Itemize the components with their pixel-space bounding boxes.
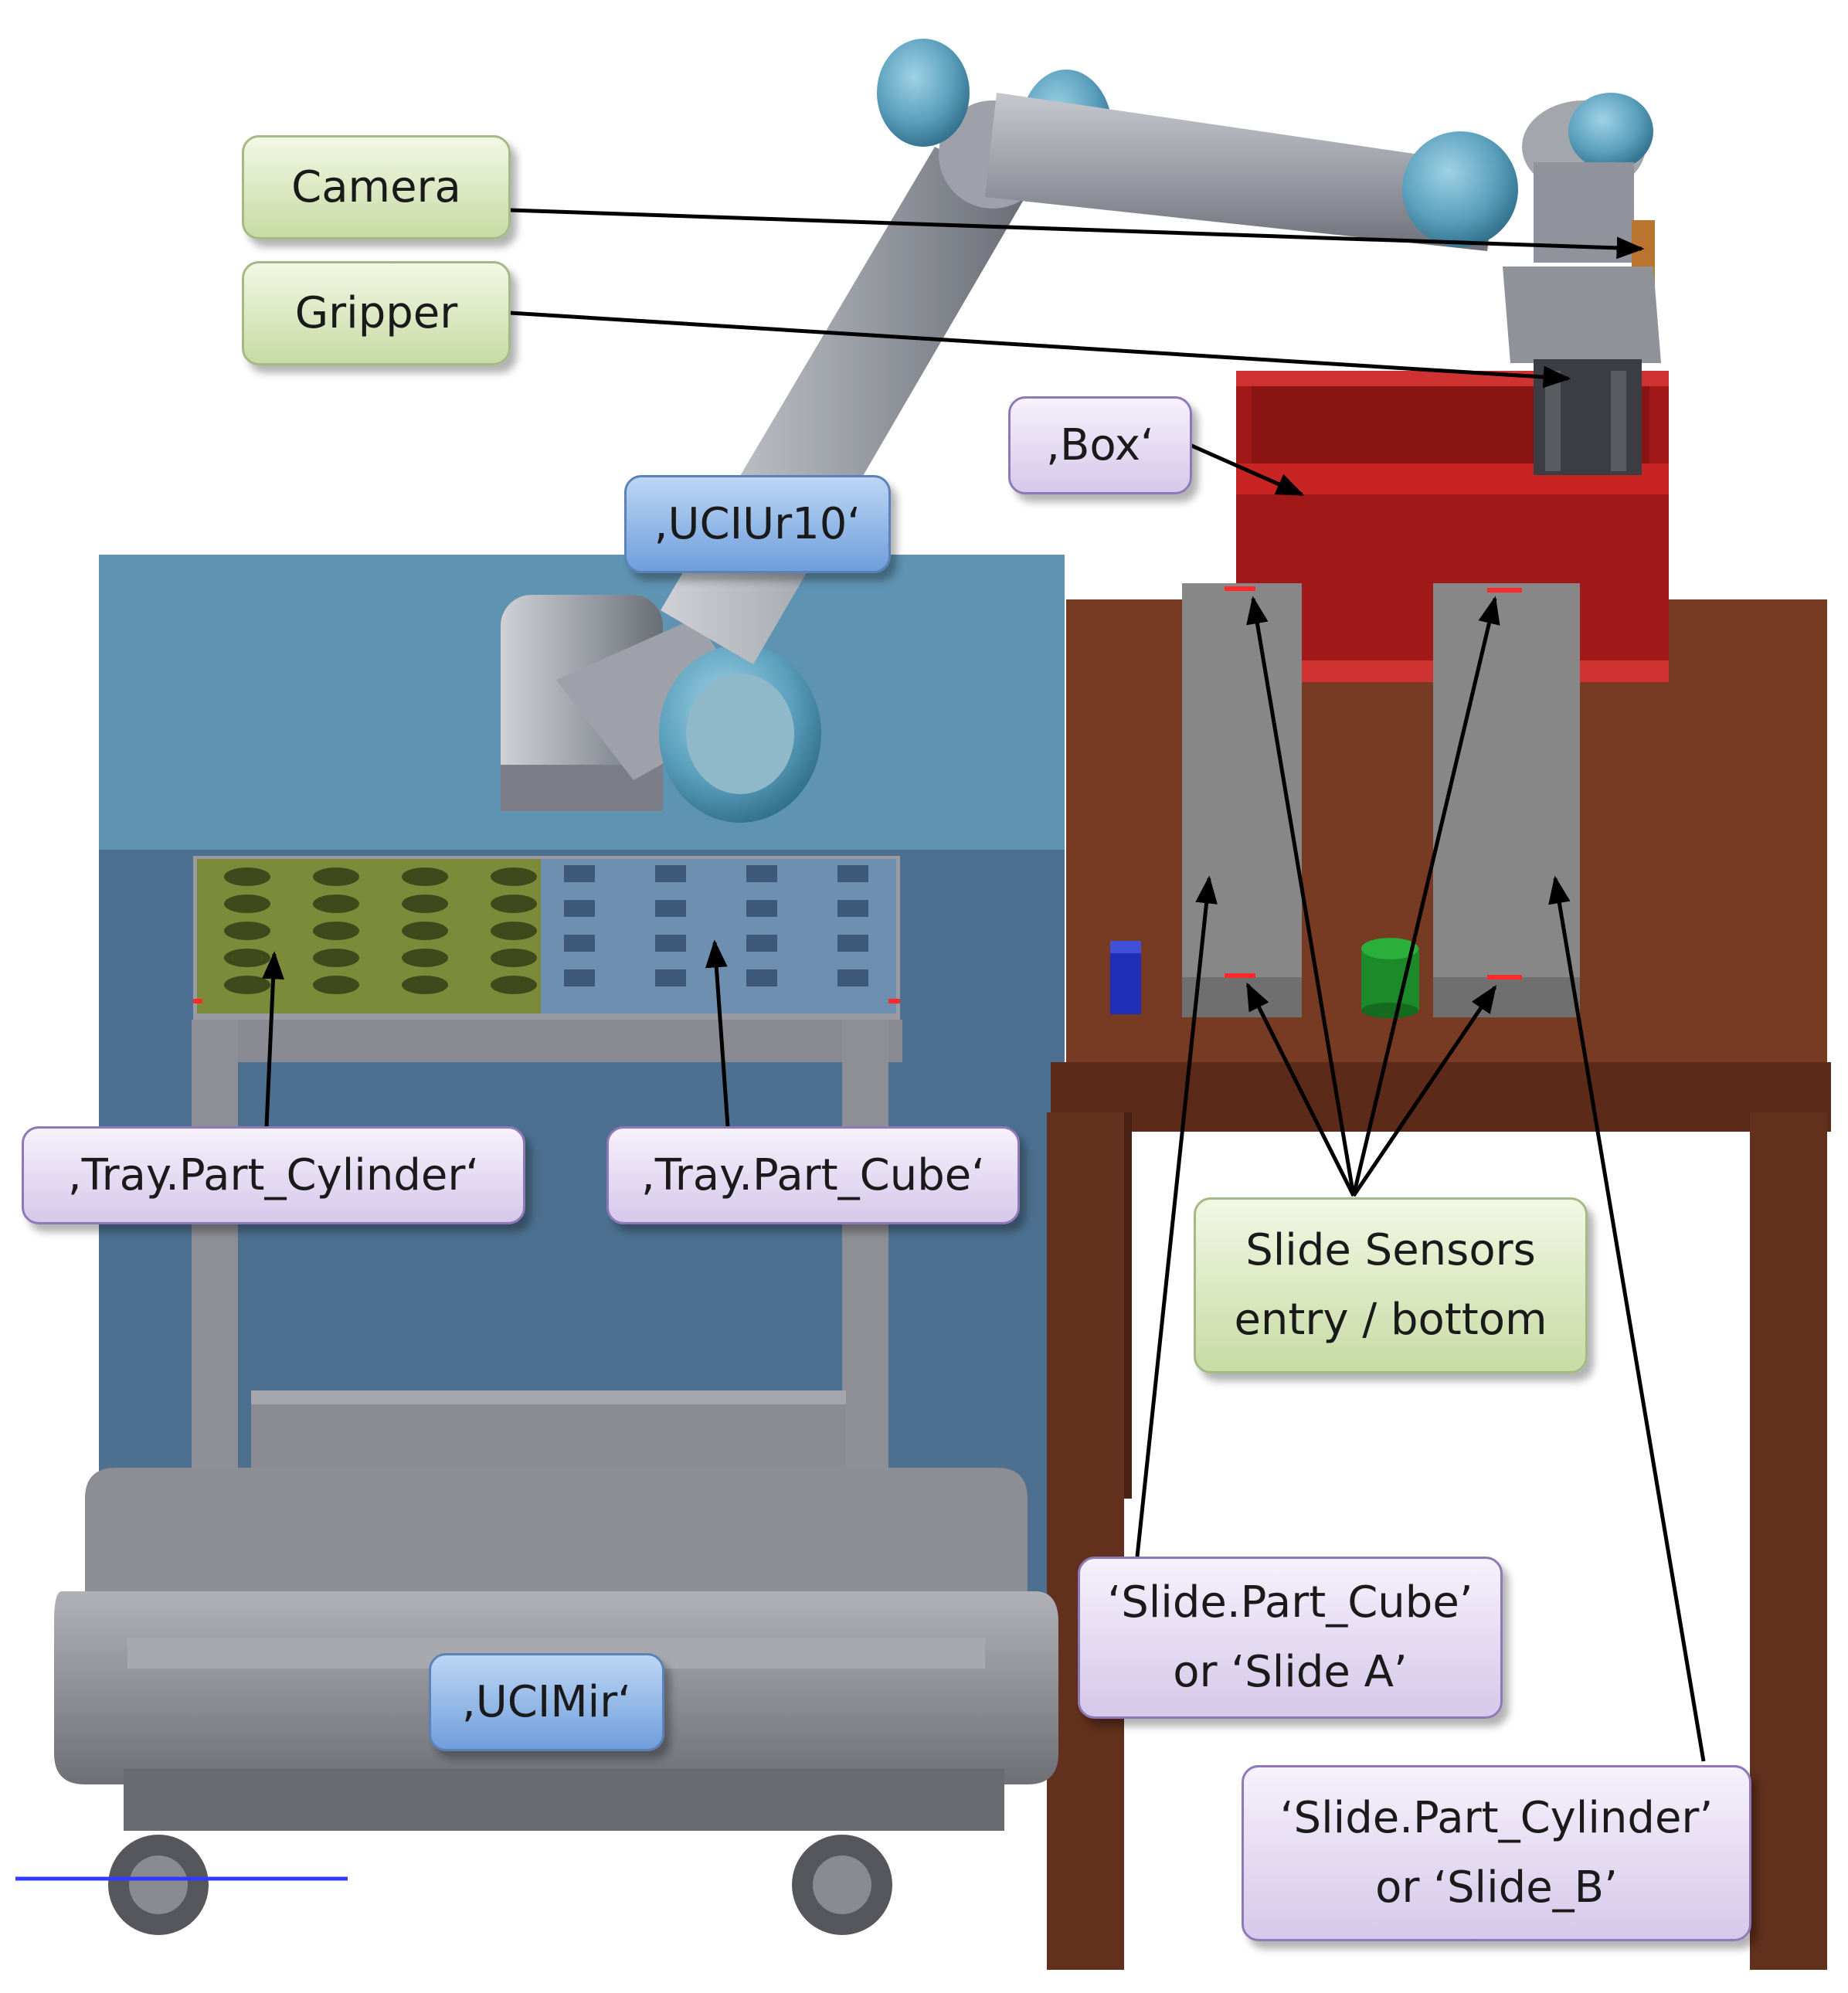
tray-cube-slot [837,865,868,882]
arrow-slide-a [1135,875,1218,1557]
arrow-sensor-b-entry [1351,596,1500,1197]
slide-sensors-label: Slide Sensors entry / bottom [1194,1197,1588,1373]
tray-cylinder-slot [402,895,448,913]
tray-cube-slot [564,969,595,986]
tray-cylinder-slot [402,976,448,994]
tray-cylinder-slot [491,867,537,886]
ur10-label: ,UCIUr10‘ [624,475,891,573]
tray-cylinder-slot [313,922,359,940]
cube-part [1110,941,1141,1014]
tray-cylinder-slot [402,922,448,940]
slide-cube-label-line2: or ‘Slide A’ [1173,1647,1408,1697]
tray-cylinder-slot [491,922,537,940]
tray-cylinder-slots [224,867,537,994]
slide-cube-label: ‘Slide.Part_Cube’ or ‘Slide A’ [1078,1557,1503,1719]
slide-cylinder-label: ‘Slide.Part_Cylinder’ or ‘Slide_B’ [1242,1765,1751,1941]
tray-cube-slot [564,865,595,882]
tray-cube-slot [655,969,686,986]
tray-cube-slots [564,865,868,986]
arrow-slide-b [1548,875,1706,1762]
slide-cylinder-label-line2: or ‘Slide_B’ [1375,1862,1618,1913]
mir-label: ,UCIMir‘ [429,1653,664,1751]
tray-cube-slot [837,969,868,986]
tray [193,856,900,1020]
tray-cube-slot [837,935,868,952]
slide-b [1433,583,1580,1017]
tray-cylinder-slot [224,895,270,913]
tray-cylinder-slot [491,976,537,994]
tray-cylinder-slot [491,949,537,967]
tray-cylinder-slot [402,867,448,886]
arrow-sensor-a-entry [1246,596,1356,1197]
arrow-box [1187,442,1305,497]
tray-cube-slot [746,969,777,986]
box-label-text: ,Box‘ [1046,419,1154,470]
tray-cube-slot [564,935,595,952]
slide-sensors-label-line2: entry / bottom [1234,1295,1547,1345]
arrow-sensor-b-bottom [1351,985,1497,1197]
mir-label-text: ,UCIMir‘ [461,1676,632,1727]
tray-cylinder-slot [224,949,270,967]
arrow-tray-cylinder [262,951,284,1127]
arrows [262,208,1706,1762]
tray-cylinder-slot [402,949,448,967]
tray-cylinder-slot [224,867,270,886]
slide-cube-label-line1: ‘Slide.Part_Cube’ [1107,1577,1473,1628]
tray-cylinder-slot [313,867,359,886]
arrow-tray-cube [705,939,730,1127]
tray-cube-slot [746,865,777,882]
tray-cylinder-slot [491,895,537,913]
tray-cube-slot [655,935,686,952]
slide-cylinder-label-line1: ‘Slide.Part_Cylinder’ [1279,1793,1714,1844]
camera-label: Camera [242,135,511,239]
slide-sensors-label-line1: Slide Sensors [1245,1225,1536,1276]
arrow-gripper [509,311,1571,389]
arrow-sensor-a-bottom [1245,982,1356,1197]
gripper-label-text: Gripper [294,287,458,338]
arrow-camera [509,208,1645,260]
tray-cube-slot [655,865,686,882]
tray-cube-label: ,Tray.Part_Cube‘ [606,1126,1020,1224]
ur10-label-text: ,UCIUr10‘ [654,498,861,549]
tray-cube-label-text: ,Tray.Part_Cube‘ [640,1149,986,1200]
tray-cylinder-label: ,Tray.Part_Cylinder‘ [22,1126,525,1224]
tray-cube-slot [746,900,777,917]
tray-cylinder-slot [224,922,270,940]
tray-cube-slot [564,900,595,917]
tray-cylinder-slot [313,895,359,913]
camera-label-text: Camera [291,161,461,212]
tray-cylinder-label-text: ,Tray.Part_Cylinder‘ [67,1149,480,1200]
box-label: ,Box‘ [1008,396,1192,494]
gripper-label: Gripper [242,261,511,365]
cylinder-part [1361,938,1419,1018]
tray-cylinder-slot [224,976,270,994]
tray-cube-slot [655,900,686,917]
tray-cylinder-slot [313,976,359,994]
tray-cube-slot [837,900,868,917]
tray-cube-slot [746,935,777,952]
tray-cylinder-slot [313,949,359,967]
